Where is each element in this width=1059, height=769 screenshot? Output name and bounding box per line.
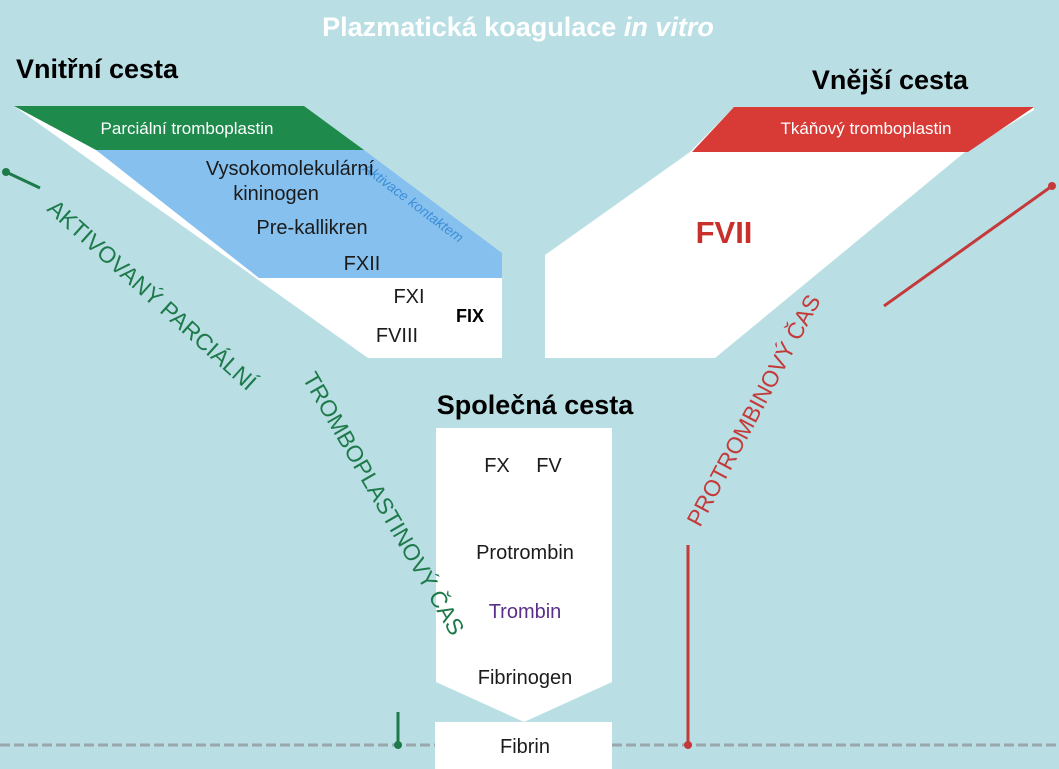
factor-prekallikrein: Pre-kallikren [256,217,367,239]
factor-thrombin: Trombin [489,601,562,623]
factor-fviii: FVIII [376,325,418,347]
aptt-line-start [5,170,41,190]
extrinsic-band-label: Tkáňový tromboplastin [780,119,951,138]
pt-line-dot-top [1048,182,1056,190]
aptt-line-dot-top [2,168,10,176]
diagram-title: Plazmatická koagulace in vitro [322,12,714,42]
extrinsic-heading: Vnější cesta [812,65,969,95]
extrinsic-band [692,107,1034,152]
fibrin-label: Fibrin [500,736,550,758]
fibrin-box [435,722,612,769]
factor-fxi: FXI [393,286,424,308]
common-heading: Společná cesta [437,390,635,420]
factor-hmwk-line1: Vysokomolekulární [206,158,375,180]
factor-fx: FX [484,455,510,477]
pt-line-dot-bottom [684,741,692,749]
extrinsic-pathway-shape [545,107,1034,358]
factor-prothrombin: Protrombin [476,542,574,564]
factor-fibrinogen: Fibrinogen [478,667,573,689]
pt-line-diagonal [883,184,1053,308]
contact-activation-region [96,150,502,278]
factor-fv: FV [536,455,562,477]
factor-fvii: FVII [696,215,753,250]
factor-hmwk-line2: kininogen [233,183,319,205]
factor-fix: FIX [456,306,484,326]
intrinsic-band-label: Parciální tromboplastin [101,119,274,138]
intrinsic-band [14,106,364,150]
factor-fxii: FXII [344,253,381,275]
intrinsic-heading: Vnitřní cesta [16,54,179,84]
common-pathway-shape [436,428,612,722]
aptt-line-dot-bottom [394,741,402,749]
